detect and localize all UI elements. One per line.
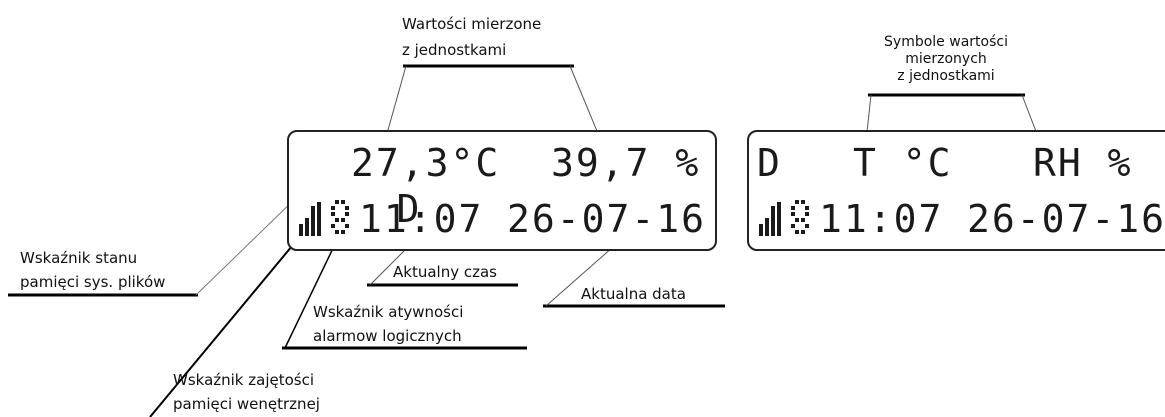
leader-logic-alarms bbox=[284, 239, 338, 349]
lcd-right-d: D bbox=[757, 141, 782, 185]
lcd-right-time: 11:07 bbox=[819, 197, 944, 241]
lcd-left-row1: D bbox=[297, 140, 421, 278]
label-fs-state-line1: Wskaźnik stanu bbox=[20, 249, 138, 267]
label-current-date: Aktualna data bbox=[581, 285, 686, 303]
label-memory-usage-line2: pamięci wenętrznej bbox=[173, 395, 320, 413]
lcd-right-temp-symbol: T °C bbox=[853, 141, 953, 185]
label-measured-values-line1: Wartości mierzone bbox=[402, 15, 542, 33]
label-logic-alarms-line1: Wskaźnik atywności bbox=[313, 303, 464, 321]
lcd-right-date: 26-07-16 bbox=[967, 197, 1165, 241]
lcd-left-time: 11:07 bbox=[359, 197, 484, 241]
lcd-right-hum-symbol: RH % bbox=[1033, 141, 1133, 185]
lcd-display-right: D T °C RH % 11:07 26-07-16 bbox=[747, 130, 1165, 251]
label-measured-values-line2: z jednostkami bbox=[402, 41, 507, 59]
label-logic-alarms-line2: alarmow logicznych bbox=[313, 327, 462, 345]
label-fs-state-line2: pamięci sys. plików bbox=[20, 273, 166, 291]
logic-alarms-icon-right bbox=[791, 200, 809, 234]
memory-usage-icon-right bbox=[759, 202, 781, 236]
fs-state-symbol: D bbox=[396, 187, 422, 231]
lcd-left-date: 26-07-16 bbox=[507, 197, 707, 241]
label-memory-usage-line1: Wskaźnik zajętości bbox=[173, 371, 315, 389]
logic-alarms-icon bbox=[331, 200, 349, 234]
leader-fs-state bbox=[195, 195, 299, 296]
lcd-left-hum: 39,7 % bbox=[551, 141, 701, 185]
leader-memory-usage bbox=[149, 239, 298, 417]
lcd-display-left: D 27,3°C 39,7 % 11:07 26-07-16 bbox=[287, 130, 717, 251]
lcd-left-temp: 27,3°C bbox=[351, 141, 501, 185]
label-symbols-line1: Symbole wartości bbox=[884, 34, 1008, 50]
label-symbols-line3: z jednostkami bbox=[897, 68, 995, 84]
label-symbols-line2: mierzonych bbox=[905, 51, 987, 67]
label-current-time: Aktualny czas bbox=[393, 263, 497, 281]
memory-usage-icon bbox=[299, 202, 321, 236]
